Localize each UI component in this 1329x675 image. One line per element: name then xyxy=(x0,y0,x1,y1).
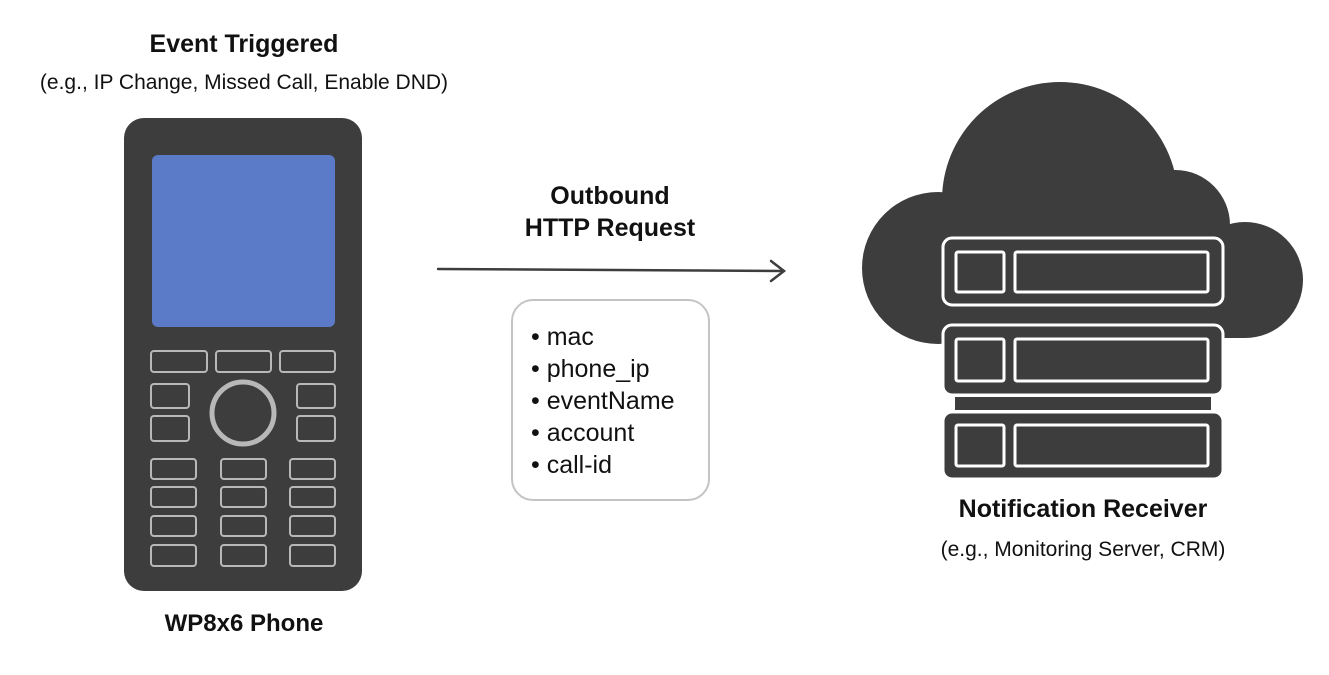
request-label-line2: HTTP Request xyxy=(524,214,696,242)
receiver-title: Notification Receiver xyxy=(958,495,1208,523)
payload-item-account: account xyxy=(531,417,708,449)
server-connectors xyxy=(955,307,1211,410)
payload-box: mac phone_ip eventName account call-id xyxy=(511,299,710,501)
cloud-server-icon xyxy=(862,82,1303,481)
arrow-right-icon xyxy=(436,259,787,283)
event-subtitle: (e.g., IP Change, Missed Call, Enable DN… xyxy=(39,71,449,94)
phone-label: WP8x6 Phone xyxy=(164,610,324,637)
payload-item-event-name: eventName xyxy=(531,385,708,417)
request-label-line1: Outbound xyxy=(550,182,670,210)
phone-screen xyxy=(152,155,335,327)
payload-item-phone-ip: phone_ip xyxy=(531,353,708,385)
payload-list: mac phone_ip eventName account call-id xyxy=(513,301,708,481)
payload-item-call-id: call-id xyxy=(531,449,708,481)
server-stack xyxy=(941,236,1225,481)
receiver-subtitle: (e.g., Monitoring Server, CRM) xyxy=(940,538,1226,561)
nav-ring xyxy=(209,379,277,447)
phone-icon xyxy=(124,118,362,591)
request-label: Outbound HTTP Request xyxy=(470,180,750,244)
payload-item-mac: mac xyxy=(531,321,708,353)
phone-keypad xyxy=(150,350,336,567)
event-title: Event Triggered xyxy=(149,30,339,58)
